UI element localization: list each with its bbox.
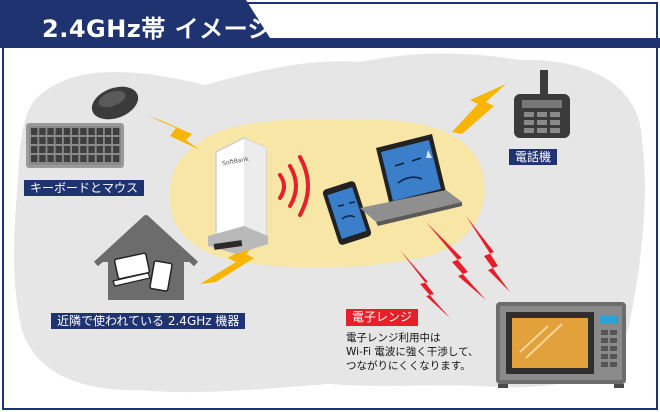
telephone-label: 電話機 — [509, 149, 558, 165]
keyboard-key — [80, 146, 87, 153]
keyboard-key — [55, 146, 62, 153]
keyboard-key — [113, 128, 120, 135]
keyboard-key — [72, 137, 79, 144]
keyboard-key — [96, 146, 103, 153]
keyboard-icon — [26, 123, 124, 168]
microwave-button — [610, 338, 617, 343]
phone-key — [524, 120, 534, 125]
keyboard-key — [96, 137, 103, 144]
mouse-icon — [91, 86, 139, 120]
microwave-button — [601, 330, 608, 335]
keyboard-key — [80, 137, 87, 144]
keyboard-key — [80, 155, 87, 162]
phone-key — [524, 128, 534, 133]
keyboard-key — [47, 155, 54, 162]
tablet-icon — [322, 181, 372, 245]
microwave-button — [601, 354, 608, 359]
keyboard-key — [47, 128, 54, 135]
phone-key — [550, 120, 560, 125]
microwave-icon — [496, 302, 626, 388]
microwave-button — [601, 362, 608, 367]
keyboard-key — [31, 146, 38, 153]
keyboard-key — [47, 146, 54, 153]
microwave-button — [610, 330, 617, 335]
microwave-tag: 電子レンジ — [346, 309, 419, 326]
keyboard-key — [63, 137, 71, 144]
lightning-red-2 — [426, 222, 486, 300]
keyboard-key — [113, 155, 120, 162]
house-icon — [93, 215, 199, 300]
house-tablet-icon — [149, 260, 173, 292]
keyboard-key — [63, 128, 71, 135]
keyboard-key — [55, 128, 62, 135]
keyboard-key — [113, 137, 120, 144]
keyboard-key — [88, 137, 95, 144]
microwave-button — [601, 338, 608, 343]
title-bar-bg — [0, 0, 270, 38]
keyboard-mouse-label: キーボードとマウス — [24, 180, 145, 196]
keyboard-key — [31, 155, 38, 162]
microwave-note-line-2: Wi-Fi 電波に強く干渉して、 — [346, 346, 479, 358]
keyboard-key — [39, 137, 46, 144]
keyboard-key — [31, 137, 38, 144]
phone-key — [537, 128, 547, 133]
keyboard-key — [63, 155, 71, 162]
keyboard-key — [104, 155, 112, 162]
keyboard-key — [31, 128, 38, 135]
microwave-button — [601, 346, 608, 351]
phone-key — [537, 120, 547, 125]
wifi-waves-icon — [278, 155, 310, 217]
keyboard-key — [63, 146, 71, 153]
title-underline — [0, 38, 660, 48]
phone-key — [550, 112, 560, 117]
neighbor-devices-label: 近隣で使われている 2.4GHz 機器 — [51, 313, 246, 329]
phone-key — [524, 112, 534, 117]
microwave-note-line-1: 電子レンジ利用中は — [346, 332, 441, 344]
keyboard-key — [96, 128, 103, 135]
keyboard-key — [39, 155, 46, 162]
keyboard-key — [96, 155, 103, 162]
house-laptop-icon — [112, 252, 151, 287]
microwave-button — [610, 362, 617, 367]
keyboard-key — [39, 128, 46, 135]
keyboard-key — [72, 146, 79, 153]
keyboard-key — [104, 146, 112, 153]
keyboard-key — [55, 137, 62, 144]
microwave-button — [610, 354, 617, 359]
keyboard-key — [88, 146, 95, 153]
lightning-phone — [452, 84, 506, 134]
keyboard-key — [113, 146, 120, 153]
phone-key — [550, 128, 560, 133]
lightning-red-1 — [400, 250, 450, 318]
keyboard-key — [80, 128, 87, 135]
keyboard-key — [72, 155, 79, 162]
router-icon — [208, 137, 268, 254]
microwave-note-line-3: つながりにくくなります。 — [346, 360, 471, 372]
keyboard-key — [55, 155, 62, 162]
laptop-icon — [360, 134, 462, 226]
keyboard-key — [104, 128, 112, 135]
keyboard-key — [39, 146, 46, 153]
keyboard-key — [47, 137, 54, 144]
keyboard-key — [88, 128, 95, 135]
phone-key — [537, 112, 547, 117]
keyboard-key — [88, 155, 95, 162]
telephone-icon — [514, 70, 570, 138]
microwave-button — [610, 346, 617, 351]
lightning-keyboard — [148, 116, 200, 150]
keyboard-key — [104, 137, 112, 144]
keyboard-key — [72, 128, 79, 135]
page-title: 2.4GHz帯 イメージ — [42, 15, 273, 43]
